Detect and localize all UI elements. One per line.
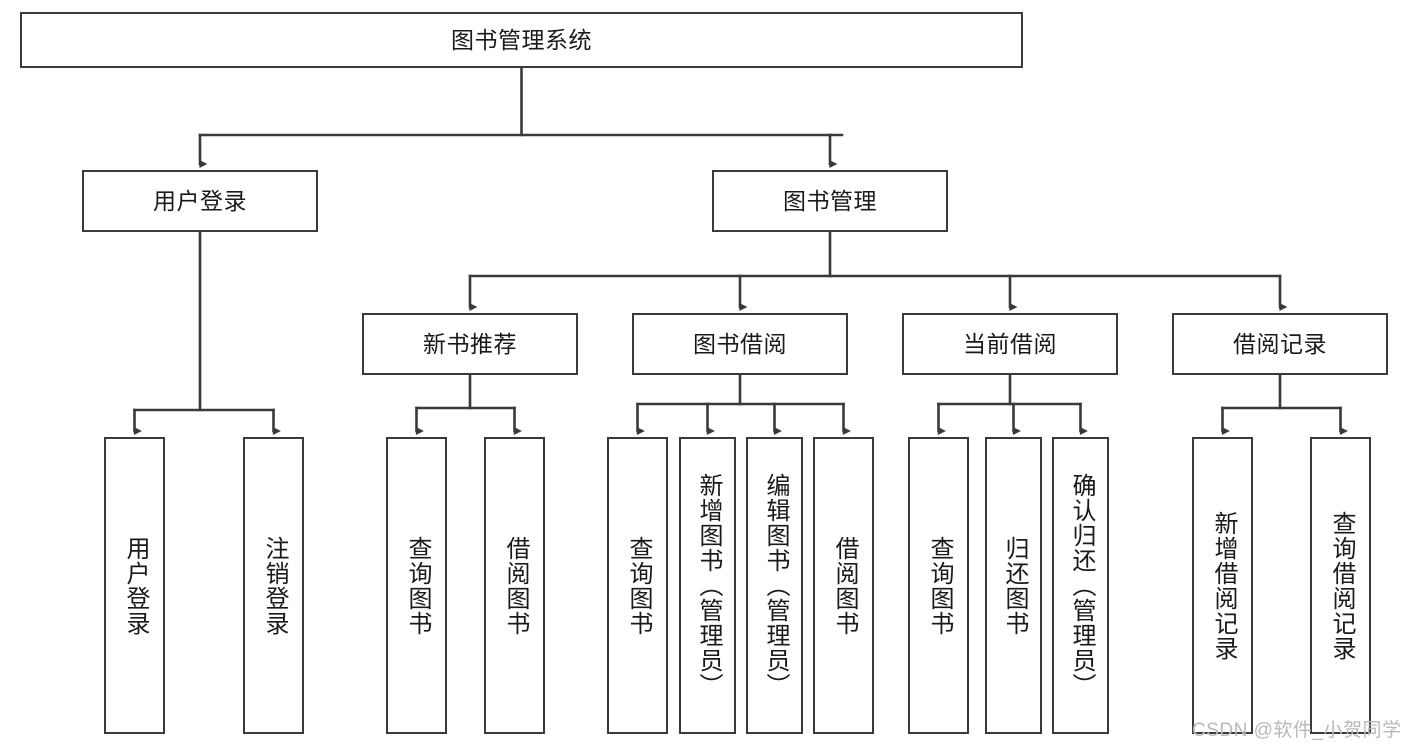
node-label: 借阅记录: [1233, 330, 1327, 357]
node-book-management[interactable]: 图书管理: [712, 170, 948, 232]
node-query-book-3[interactable]: 查询图书: [908, 437, 969, 734]
node-query-book-1[interactable]: 查询图书: [386, 437, 447, 734]
node-label: 用户登录: [121, 535, 149, 636]
node-book-borrow[interactable]: 图书借阅: [632, 313, 848, 375]
node-label: 图书借阅: [693, 330, 787, 357]
node-query-book-2[interactable]: 查询图书: [607, 437, 668, 734]
node-label: 查询图书: [624, 535, 652, 636]
node-label: 查询图书: [403, 535, 431, 636]
node-query-borrow-record[interactable]: 查询借阅记录: [1310, 437, 1371, 734]
node-add-book[interactable]: 新增图书（管理员）: [679, 437, 736, 734]
node-confirm-return[interactable]: 确认归还（管理员）: [1052, 437, 1109, 734]
node-label: 注销登录: [260, 535, 288, 636]
node-label: 归还图书: [1000, 535, 1028, 636]
node-root-system[interactable]: 图书管理系统: [20, 12, 1023, 68]
node-label: 新增图书（管理员）: [694, 473, 722, 698]
node-label: 借阅图书: [501, 535, 529, 636]
node-add-borrow-record[interactable]: 新增借阅记录: [1192, 437, 1253, 734]
node-label: 新增借阅记录: [1209, 510, 1237, 661]
node-label: 查询借阅记录: [1327, 510, 1355, 661]
node-return-book[interactable]: 归还图书: [985, 437, 1042, 734]
node-user-login[interactable]: 用户登录: [82, 170, 318, 232]
node-edit-book[interactable]: 编辑图书（管理员）: [746, 437, 803, 734]
node-borrow-records[interactable]: 借阅记录: [1172, 313, 1388, 375]
node-new-book-recommend[interactable]: 新书推荐: [362, 313, 578, 375]
node-label: 图书管理系统: [451, 26, 592, 53]
watermark: CSDN @软件_小贺同学: [1192, 720, 1402, 741]
node-user-logout[interactable]: 注销登录: [243, 437, 304, 734]
node-borrow-book-2[interactable]: 借阅图书: [813, 437, 874, 734]
node-label: 查询图书: [925, 535, 953, 636]
node-current-borrow[interactable]: 当前借阅: [902, 313, 1118, 375]
node-label: 用户登录: [153, 187, 247, 214]
node-label: 新书推荐: [423, 330, 517, 357]
node-user-login-do[interactable]: 用户登录: [104, 437, 165, 734]
node-label: 图书管理: [783, 187, 877, 214]
node-label: 当前借阅: [963, 330, 1057, 357]
node-label: 确认归还（管理员）: [1067, 473, 1095, 698]
node-label: 编辑图书（管理员）: [761, 473, 789, 698]
node-borrow-book-1[interactable]: 借阅图书: [484, 437, 545, 734]
node-label: 借阅图书: [830, 535, 858, 636]
